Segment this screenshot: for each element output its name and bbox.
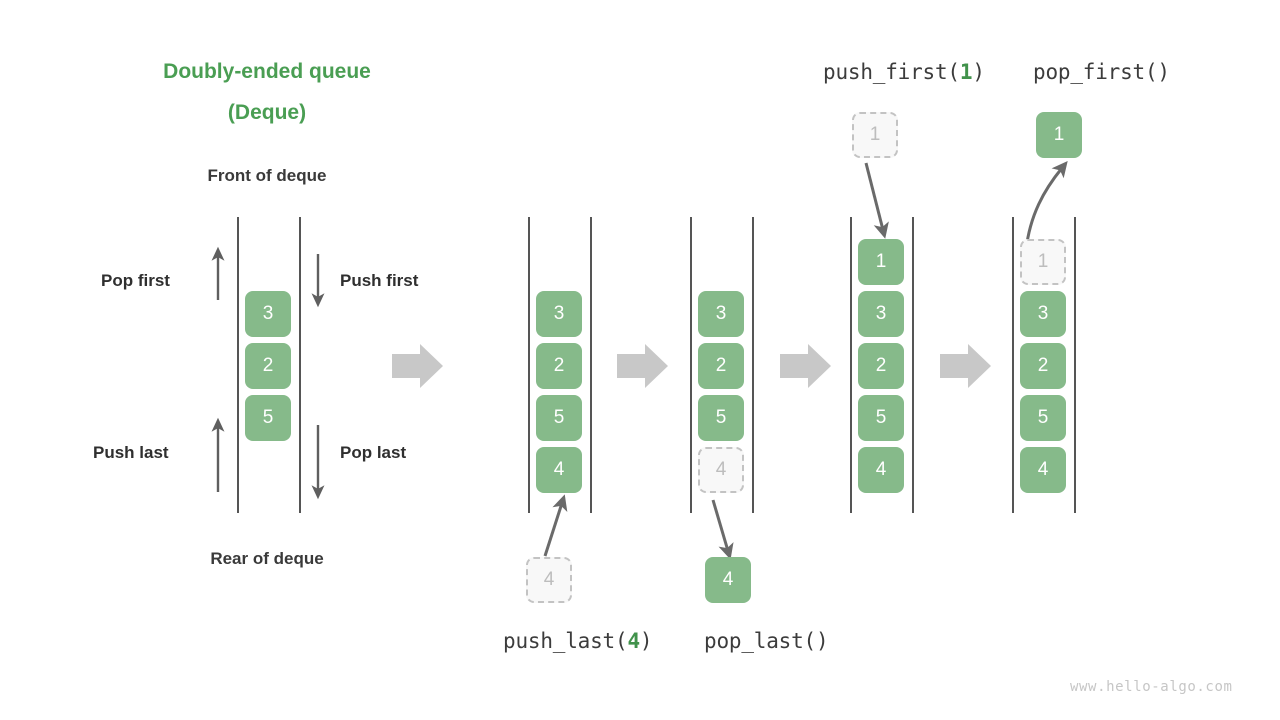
push-first-operation-name: push_first( bbox=[823, 60, 960, 84]
pop-first-operation: pop_first() bbox=[1033, 60, 1170, 84]
pop-first-transfer-arrow bbox=[1024, 161, 1068, 251]
pop-last-operation: pop_last() bbox=[704, 629, 829, 653]
deque-2-cell-0: 3 bbox=[536, 291, 582, 337]
deque-3-rail-left bbox=[690, 217, 692, 513]
push-first-transfer-arrow bbox=[864, 162, 889, 239]
deque-2-cell-3: 4 bbox=[536, 447, 582, 493]
push-last-label: Push last bbox=[93, 443, 169, 462]
deque-4-ghost-cell: 1 bbox=[852, 112, 898, 158]
deque-1-rail-right bbox=[299, 217, 301, 513]
flow-arrow-3 bbox=[780, 344, 831, 388]
deque-5-detached-cell: 1 bbox=[1036, 112, 1082, 158]
deque-3-detached-cell: 4 bbox=[705, 557, 751, 603]
deque-3-ghost-cell: 4 bbox=[698, 447, 744, 493]
deque-4-cell-2: 2 bbox=[858, 343, 904, 389]
pop-first-label: Pop first bbox=[101, 271, 170, 290]
push-first-label: Push first bbox=[340, 271, 419, 290]
deque-5-rail-left bbox=[1012, 217, 1014, 513]
deque-4-cell-4: 4 bbox=[858, 447, 904, 493]
deque-3-cell-1: 2 bbox=[698, 343, 744, 389]
flow-arrow-1 bbox=[392, 344, 443, 388]
deque-4-cell-3: 5 bbox=[858, 395, 904, 441]
pop-last-transfer-arrow bbox=[711, 499, 734, 560]
deque-5-cell-1: 2 bbox=[1020, 343, 1066, 389]
deque-1-cell-2: 5 bbox=[245, 395, 291, 441]
deque-3-cell-2: 5 bbox=[698, 395, 744, 441]
flow-arrow-4 bbox=[940, 344, 991, 388]
deque-2-cell-2: 5 bbox=[536, 395, 582, 441]
flow-arrow-2 bbox=[617, 344, 668, 388]
push-first-operation-arg: 1 bbox=[959, 60, 973, 84]
deque-3-rail-right bbox=[752, 217, 754, 513]
deque-2-rail-right bbox=[590, 217, 592, 513]
push-last-operation-close: ) bbox=[639, 629, 653, 653]
deque-1-cell-0: 3 bbox=[245, 291, 291, 337]
deque-5-cell-2: 5 bbox=[1020, 395, 1066, 441]
deque-3-cell-0: 3 bbox=[698, 291, 744, 337]
deque-4-rail-right bbox=[912, 217, 914, 513]
deque-5-rail-right bbox=[1074, 217, 1076, 513]
push-last-transfer-arrow bbox=[543, 494, 568, 557]
deque-5-cell-0: 3 bbox=[1020, 291, 1066, 337]
watermark: www.hello-algo.com bbox=[1070, 679, 1233, 695]
pop-last-label: Pop last bbox=[340, 443, 407, 462]
deque-2-rail-left bbox=[528, 217, 530, 513]
page-title-line2: (Deque) bbox=[227, 101, 307, 124]
deque-4-cell-0: 1 bbox=[858, 239, 904, 285]
push-first-operation: push_first(1) bbox=[823, 60, 985, 84]
push-first-operation-close: ) bbox=[972, 60, 985, 84]
rear-of-deque-label: Rear of deque bbox=[210, 549, 324, 568]
push-last-operation-name: push_last( bbox=[503, 629, 628, 653]
push-last-operation: push_last(4) bbox=[503, 629, 653, 653]
push-last-operation-arg: 4 bbox=[627, 629, 640, 653]
deque-2-ghost-cell: 4 bbox=[526, 557, 572, 603]
deque-4-rail-left bbox=[850, 217, 852, 513]
front-of-deque-label: Front of deque bbox=[207, 166, 327, 185]
deque-4-cell-1: 3 bbox=[858, 291, 904, 337]
deque-1-cell-1: 2 bbox=[245, 343, 291, 389]
page-title-line1: Doubly-ended queue bbox=[163, 60, 371, 83]
deque-5-ghost-cell: 1 bbox=[1020, 239, 1066, 285]
deque-1-rail-left bbox=[237, 217, 239, 513]
deque-5-cell-3: 4 bbox=[1020, 447, 1066, 493]
deque-2-cell-1: 2 bbox=[536, 343, 582, 389]
